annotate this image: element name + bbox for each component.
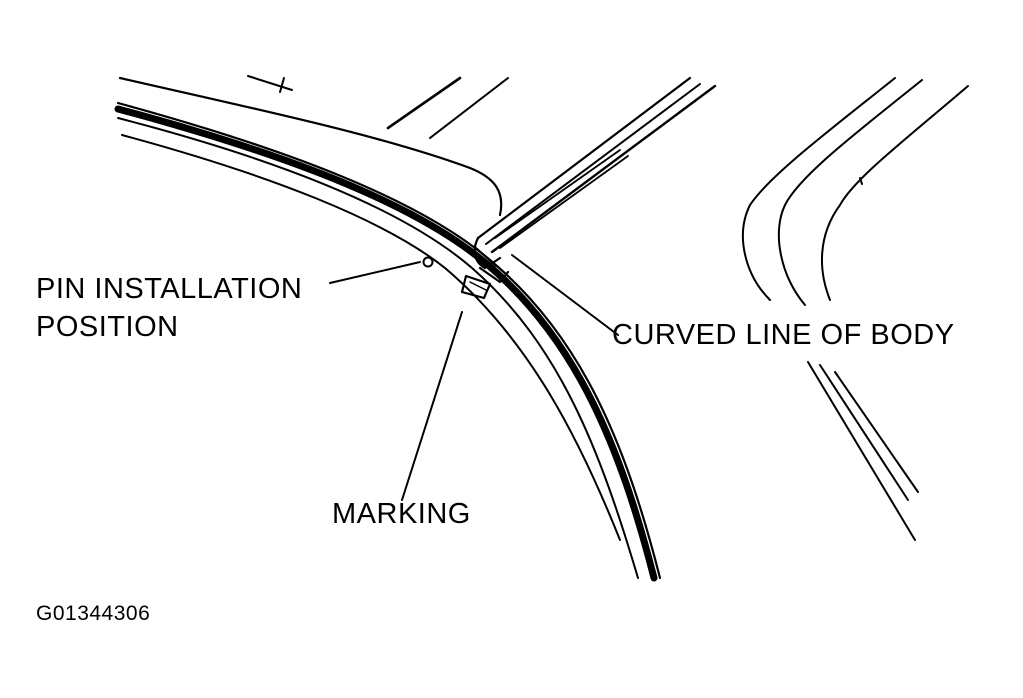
pin-installation-label-line1: PIN INSTALLATION <box>36 273 303 305</box>
marking-tab <box>460 274 492 300</box>
marking-leader-line <box>401 311 463 501</box>
door-opening-lines <box>742 77 969 541</box>
pin-leader-line <box>329 261 421 284</box>
marking-label: MARKING <box>332 498 471 530</box>
leader-lines <box>329 254 619 501</box>
pillar-molding <box>473 76 717 284</box>
roof-panel-lines <box>118 75 509 217</box>
figure-code: G01344306 <box>36 602 151 625</box>
curved-line-label: CURVED LINE OF BODY <box>612 319 955 351</box>
curved-line-leader-line <box>511 254 619 336</box>
pin-installation-label-line2: POSITION <box>36 311 179 343</box>
pin-hole <box>422 256 434 268</box>
